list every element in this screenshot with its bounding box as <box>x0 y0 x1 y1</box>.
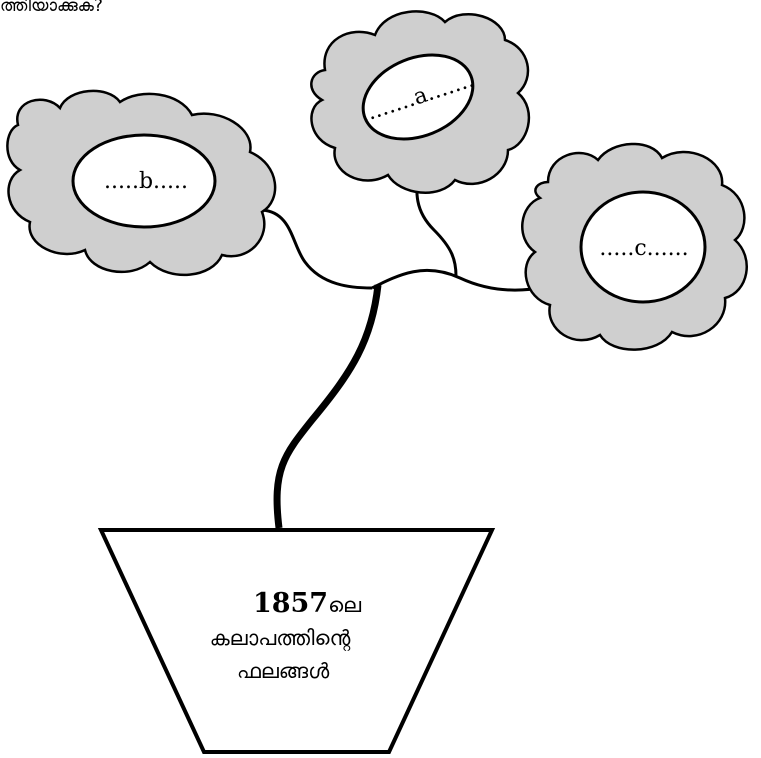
flower-a-center <box>361 53 475 141</box>
flower-c-center <box>579 190 707 304</box>
pot-line-2: കലാപത്തിന്റെ <box>210 626 351 652</box>
flower-b: .....b..... <box>6 89 277 277</box>
flower-a: ........a....... <box>310 10 531 194</box>
flower-c-blank: .....c...... <box>599 236 688 261</box>
branch-connector <box>371 268 546 292</box>
question-text: ത്തിയാക്കുക? <box>0 0 103 16</box>
main-stem <box>273 284 382 529</box>
stems <box>261 167 546 529</box>
flower-b-blank: .....b..... <box>104 169 188 194</box>
pot-line-1: 1857ലെ <box>253 588 361 619</box>
flower-b-center <box>71 133 217 229</box>
branch-left <box>261 208 373 290</box>
pot: 1857ലെ കലാപത്തിന്റെ ഫലങ്ങൾ <box>97 528 496 754</box>
pot-line-3: ഫലങ്ങൾ <box>237 659 330 683</box>
pot-outline <box>97 528 496 754</box>
flower-c: .....c...... <box>521 142 748 351</box>
